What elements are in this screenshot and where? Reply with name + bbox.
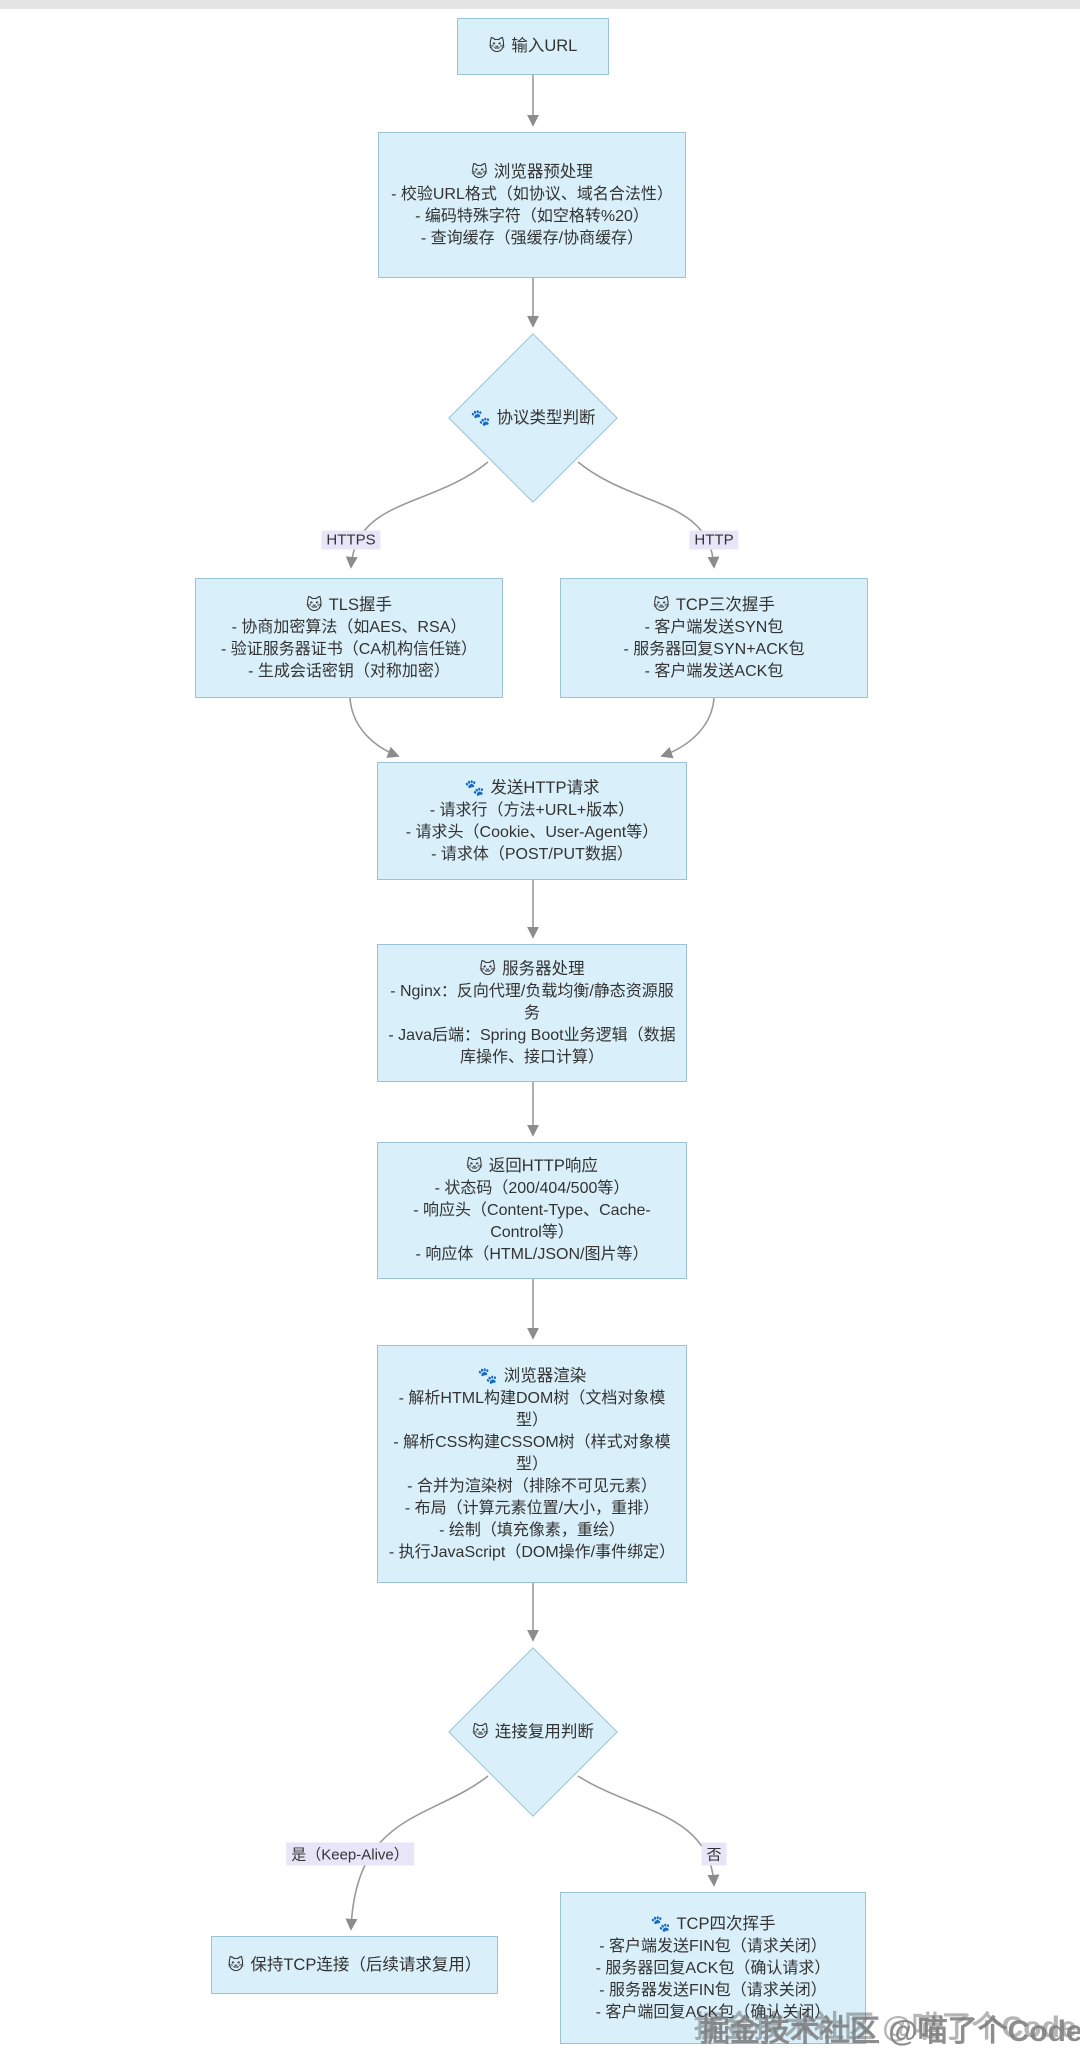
node-http-response: 🐱 返回HTTP响应 - 状态码（200/404/500等） - 响应头（Cont… (377, 1142, 687, 1279)
paw-icon: 🐾 (650, 1915, 671, 1933)
node-line: - 客户端回复ACK包（确认关闭） (595, 2003, 831, 2021)
node-tls-handshake: 🐱 TLS握手 - 协商加密算法（如AES、RSA） - 验证服务器证书（CA机构… (195, 578, 503, 698)
node-title: 🐱 服务器处理 (388, 958, 676, 981)
node-title: 🐱 TCP三次握手 (571, 594, 857, 617)
node-tcp-three-way-handshake: 🐱 TCP三次握手 - 客户端发送SYN包 - 服务器回复SYN+ACK包 - 客… (560, 578, 868, 698)
node-line: - 协商加密算法（如AES、RSA） (231, 618, 467, 636)
node-line: - 解析CSS构建CSSOM树（样式对象模型） (393, 1433, 671, 1473)
node-title-text: 服务器处理 (502, 959, 585, 978)
edge-label-keep-alive: 是（Keep-Alive） (286, 1842, 414, 1866)
edge-label-http: HTTP (689, 530, 739, 550)
cat-icon: 🐱 (466, 1158, 483, 1175)
cat-icon: 🐱 (488, 38, 506, 55)
node-line: - 编码特殊字符（如空格转%20） (415, 207, 649, 225)
node-line: - 合并为渲染树（排除不可见元素） (407, 1477, 657, 1495)
cat-icon: 🐱 (653, 596, 670, 614)
decision-protocol-type: 🐾 协议类型判断 (423, 407, 643, 430)
cat-icon: 🐱 (471, 163, 488, 181)
node-server-processing: 🐱 服务器处理 - Nginx：反向代理/负载均衡/静态资源服务 - Java后端… (377, 944, 687, 1082)
node-line: - 布局（计算元素位置/大小，重排） (404, 1499, 660, 1517)
node-send-http-request: 🐾 发送HTTP请求 - 请求行（方法+URL+版本） - 请求头（Cookie、… (377, 762, 687, 880)
node-line: - 响应头（Content-Type、Cache-Control等） (413, 1202, 651, 1241)
decision-connection-reuse: 🐱 连接复用判断 (423, 1721, 643, 1744)
node-line: - 验证服务器证书（CA机构信任链） (220, 640, 477, 658)
node-title-text: TLS握手 (328, 595, 392, 614)
node-line: - 执行JavaScript（DOM操作/事件绑定） (388, 1543, 676, 1561)
edge-label-https: HTTPS (321, 530, 381, 550)
node-line: - Nginx：反向代理/负载均衡/静态资源服务 (390, 982, 674, 1022)
node-title: 🐱 输入URL (468, 35, 598, 58)
node-line: - 客户端发送SYN包 (644, 618, 784, 636)
node-line: - 客户端发送ACK包 (644, 662, 784, 680)
decision-title-text: 协议类型判断 (496, 409, 596, 427)
node-browser-preprocess: 🐱 浏览器预处理 - 校验URL格式（如协议、域名合法性） - 编码特殊字符（如空… (378, 132, 686, 278)
paw-icon: 🐾 (470, 410, 491, 427)
cat-icon: 🐱 (306, 596, 323, 614)
node-title: 🐱 保持TCP连接（后续请求复用） (222, 1954, 487, 1977)
cat-icon: 🐱 (472, 1724, 489, 1741)
node-tcp-four-way-wave: 🐾 TCP四次挥手 - 客户端发送FIN包（请求关闭） - 服务器回复ACK包（确… (560, 1892, 866, 2044)
node-title-text: 浏览器预处理 (493, 162, 593, 181)
node-line: - 服务器回复ACK包（确认请求） (595, 1959, 831, 1977)
node-title: 🐾 TCP四次挥手 (571, 1913, 855, 1936)
watermark-text: 掘金技术社区 @喵了个Code (700, 2015, 1080, 2048)
node-line: - Java后端：Spring Boot业务逻辑（数据库操作、接口计算） (388, 1026, 676, 1066)
node-title: 🐾 发送HTTP请求 (388, 777, 676, 800)
node-line: - 客户端发送FIN包（请求关闭） (599, 1937, 827, 1955)
node-line: - 请求头（Cookie、User-Agent等） (405, 823, 659, 841)
node-title: 🐱 TLS握手 (206, 594, 492, 617)
node-line: - 请求体（POST/PUT数据） (431, 845, 633, 863)
node-title-text: 发送HTTP请求 (490, 778, 600, 797)
node-browser-render: 🐾 浏览器渲染 - 解析HTML构建DOM树（文档对象模型） - 解析CSS构建C… (377, 1345, 687, 1583)
node-line: - 响应体（HTML/JSON/图片等） (415, 1246, 649, 1263)
cat-icon: 🐱 (227, 1956, 245, 1974)
paw-icon: 🐾 (477, 1367, 498, 1385)
node-title: 🐱 浏览器预处理 (389, 161, 675, 184)
node-line: - 服务器发送FIN包（请求关闭） (599, 1981, 827, 1999)
node-title-text: TCP四次挥手 (676, 1914, 776, 1933)
node-line: - 查询缓存（强缓存/协商缓存） (420, 229, 644, 247)
node-title-text: 返回HTTP响应 (488, 1157, 598, 1175)
node-line: - 校验URL格式（如协议、域名合法性） (391, 185, 673, 203)
node-line: - 请求行（方法+URL+版本） (429, 801, 635, 819)
top-edge-strip (0, 0, 1080, 9)
node-line: - 生成会话密钥（对称加密） (248, 662, 450, 680)
node-title: 🐱 返回HTTP响应 (388, 1155, 676, 1178)
node-line: - 服务器回复SYN+ACK包 (623, 640, 805, 658)
node-keep-tcp-connection: 🐱 保持TCP连接（后续请求复用） (211, 1936, 498, 1994)
paw-icon: 🐾 (464, 779, 485, 797)
node-line: - 解析HTML构建DOM树（文档对象模型） (398, 1389, 666, 1429)
node-title-text: 输入URL (511, 37, 578, 55)
node-line: - 状态码（200/404/500等） (434, 1180, 630, 1197)
node-title-text: TCP三次握手 (675, 595, 775, 614)
node-title: 🐾 浏览器渲染 (388, 1365, 676, 1388)
cat-icon: 🐱 (479, 960, 497, 978)
edge-label-no: 否 (701, 1842, 727, 1866)
node-title-text: 保持TCP连接（后续请求复用） (250, 1955, 482, 1974)
node-line: - 绘制（填充像素，重绘） (439, 1521, 625, 1539)
node-title-text: 浏览器渲染 (503, 1366, 587, 1385)
node-input-url: 🐱 输入URL (457, 18, 609, 75)
decision-title-text: 连接复用判断 (494, 1723, 594, 1741)
